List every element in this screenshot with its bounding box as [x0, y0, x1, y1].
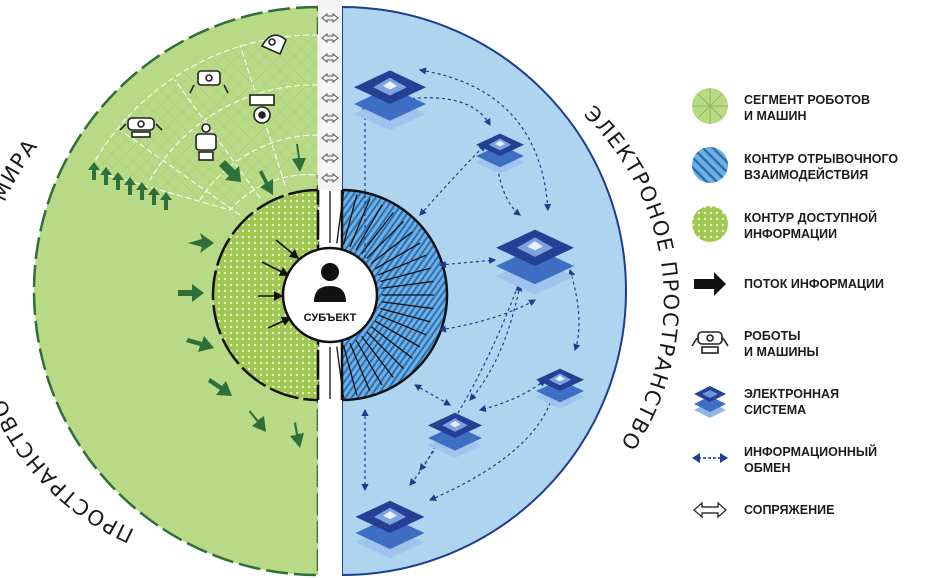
legend-label: КОНТУР ДОСТУПНОЙ ИНФОРМАЦИИ [744, 211, 878, 241]
legend-label: ПОТОК ИНФОРМАЦИИ [744, 277, 884, 291]
legend-item-info-flow: ПОТОК ИНФОРМАЦИИ [690, 264, 926, 308]
green-arrows [178, 144, 306, 448]
subject-label: СУБЪЕКТ [304, 312, 357, 324]
striped-blue-circle-icon [692, 147, 728, 183]
legend-item-info-exchange: ИНФОРМАЦИОННЫЙ ОБМЕН [690, 438, 926, 482]
robot-icons [119, 34, 287, 161]
double-outline-arrow-icon [692, 501, 728, 519]
electronic-system-chip [536, 368, 584, 409]
legend-label: СОПРЯЖЕНИЕ [744, 503, 835, 517]
legend-label: РОБОТЫ И МАШИНЫ [744, 329, 819, 359]
legend-item-robots: РОБОТЫ И МАШИНЫ [690, 322, 926, 366]
electronic-system-chip [355, 500, 425, 559]
dotted-green-circle-icon [692, 206, 728, 242]
black-arrow-icon [694, 272, 726, 296]
hatched-green-circle-icon [692, 88, 728, 124]
legend-label: СЕГМЕНТ РОБОТОВ И МАШИН [744, 93, 871, 123]
legend-label: ЭЛЕКТРОННАЯ СИСТЕМА [744, 387, 840, 417]
electronic-space-half: ЭЛЕКТРОНОЕ ПРОСТРАНСТВО [329, 5, 681, 577]
electronic-system-chip [476, 133, 524, 174]
legend-item-electronic-system: ЭЛЕКТРОННАЯ СИСТЕМА [690, 380, 926, 424]
electronic-system-chip [428, 412, 482, 458]
diagram: ПРОСТРАНСТВО ФИЗИЧЕСКОГО МИРА [0, 0, 681, 578]
legend-item-conjugation: СОПРЯЖЕНИЕ [690, 490, 926, 534]
robot-icon [691, 331, 729, 354]
subject-node: СУБЪЕКТ [281, 246, 379, 344]
electronic-system-chip [496, 229, 574, 295]
legend-label: КОНТУР ОТРЫВОЧНОГО ВЗАИМОДЕЙСТВИЯ [744, 152, 899, 182]
dashed-double-arrow-icon [692, 453, 728, 463]
electronic-system-icon [694, 386, 726, 418]
legend-item-fragmentary-contour: КОНТУР ОТРЫВОЧНОГО ВЗАИМОДЕЙСТВИЯ [690, 145, 926, 189]
legend-item-available-info-contour: КОНТУР ДОСТУПНОЙ ИНФОРМАЦИИ [690, 204, 926, 248]
electronic-system-chip [354, 70, 426, 131]
legend-item-robots-segment: СЕГМЕНТ РОБОТОВ И МАШИН [690, 86, 926, 130]
physical-world-half: ПРОСТРАНСТВО ФИЗИЧЕСКОГО МИРА [0, 5, 320, 577]
legend: СЕГМЕНТ РОБОТОВ И МАШИН КОНТУР ОТРЫВОЧНО… [690, 0, 926, 578]
legend-label: ИНФОРМАЦИОННЫЙ ОБМЕН [744, 445, 878, 475]
conjugation-strip [318, 0, 342, 578]
person-icon [321, 263, 339, 281]
electronic-systems [354, 70, 584, 559]
